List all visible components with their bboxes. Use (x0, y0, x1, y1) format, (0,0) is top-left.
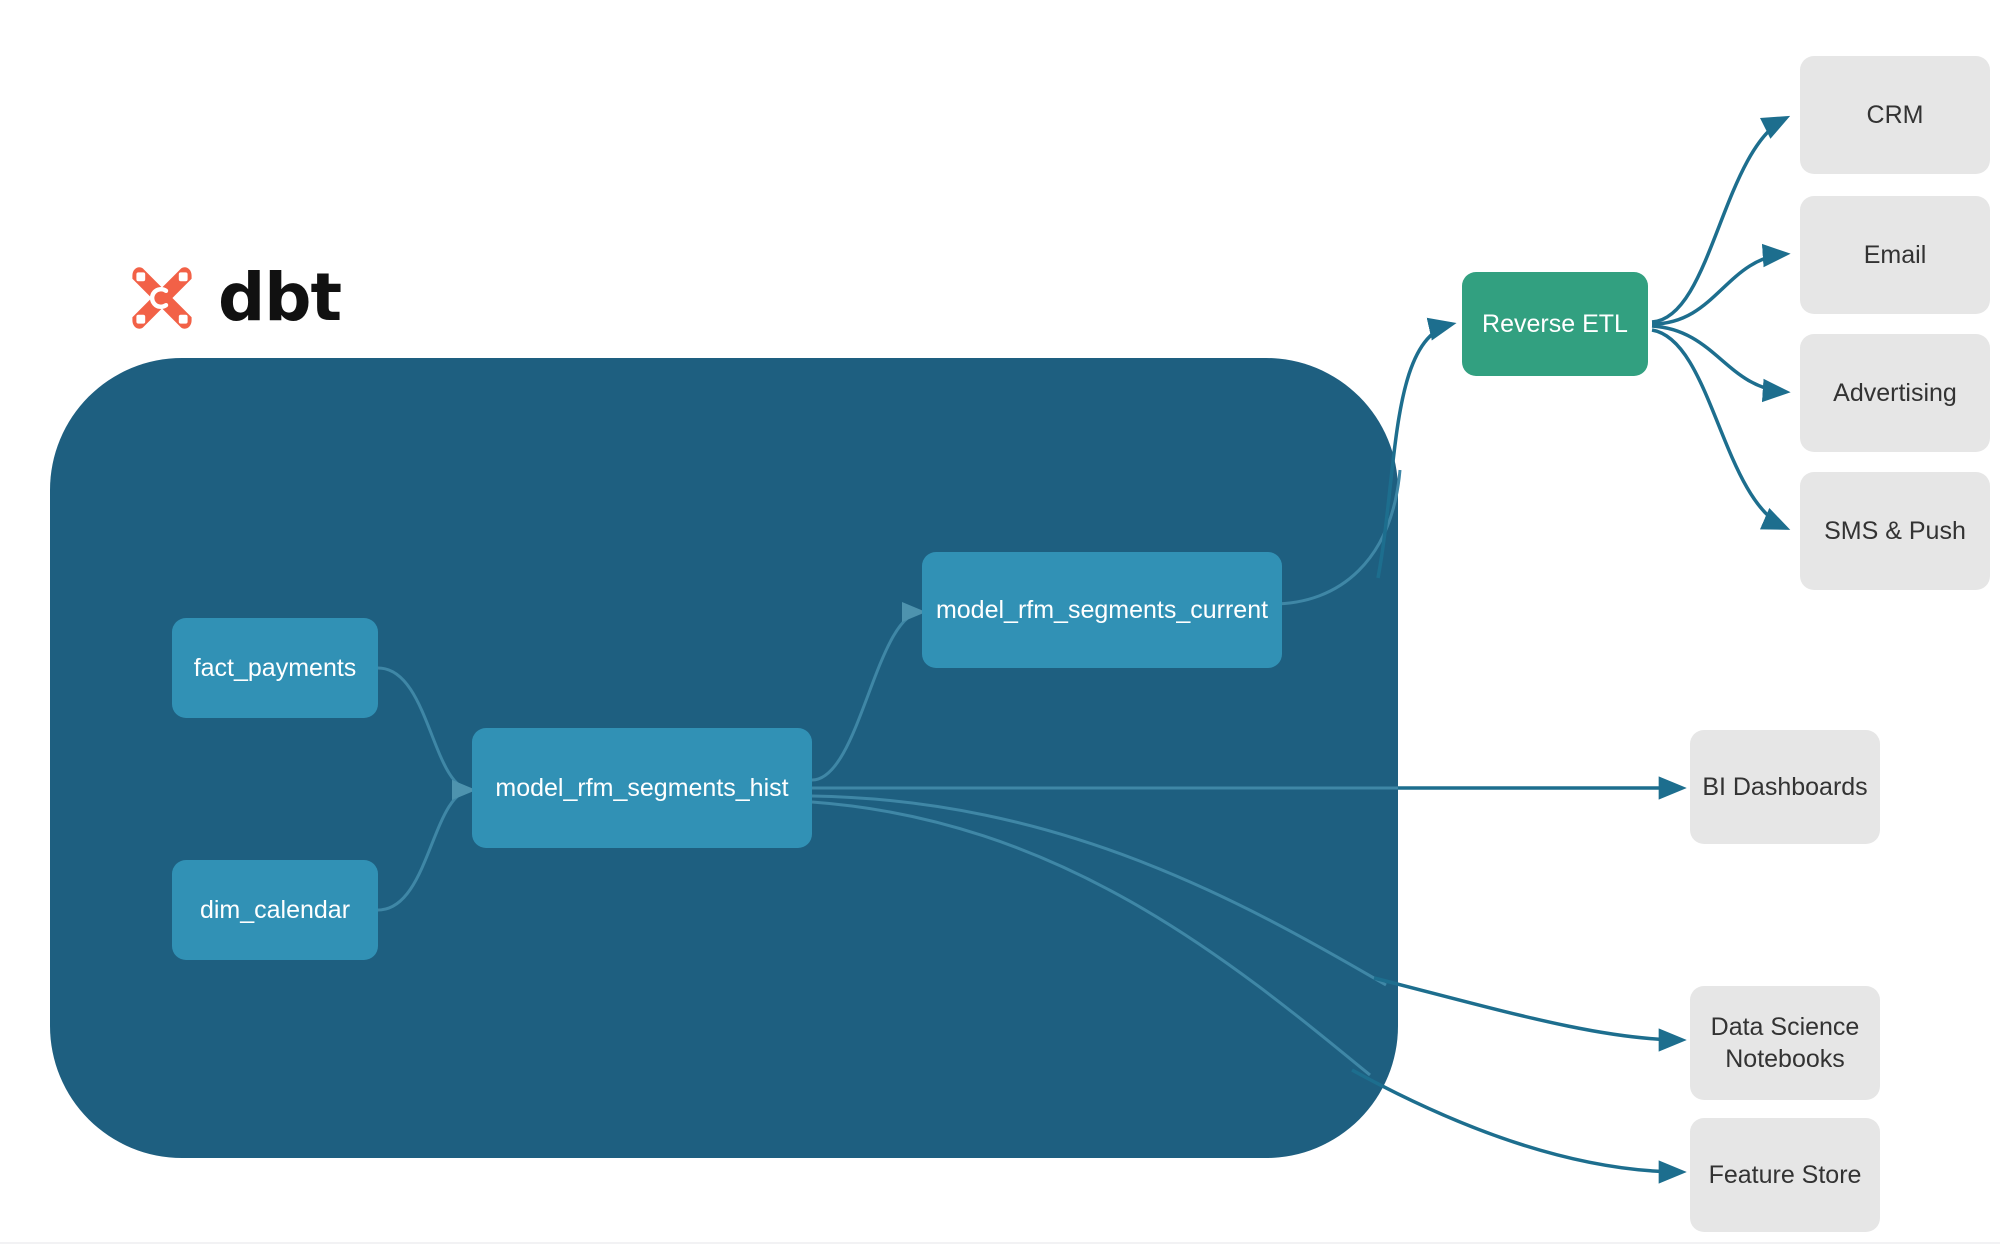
destination-node-label: SMS & Push (1824, 517, 1966, 545)
consumer-node-label: Feature Store (1708, 1161, 1862, 1189)
destination-node-label: CRM (1866, 101, 1924, 129)
model-node-dim-calendar[interactable]: dim_calendar (172, 860, 378, 960)
consumer-node-bi-dashboards[interactable]: BI Dashboards (1690, 730, 1880, 844)
model-node-rfm-segments-hist[interactable]: model_rfm_segments_hist (472, 728, 812, 848)
model-node-label: model_rfm_segments_hist (495, 773, 789, 802)
reverse-etl-node[interactable]: Reverse ETL (1462, 272, 1648, 376)
model-node-fact-payments[interactable]: fact_payments (172, 618, 378, 718)
reverse-etl-label: Reverse ETL (1482, 309, 1628, 338)
consumer-node-feature-store[interactable]: Feature Store (1690, 1118, 1880, 1232)
destination-node-email[interactable]: Email (1800, 196, 1990, 314)
dbt-logo: dbt (122, 258, 342, 338)
model-node-label: fact_payments (193, 653, 357, 682)
destination-node-label: Advertising (1833, 379, 1957, 407)
model-node-rfm-segments-current[interactable]: model_rfm_segments_current (922, 552, 1282, 668)
destination-node-sms-push[interactable]: SMS & Push (1800, 472, 1990, 590)
destination-node-label: Email (1863, 241, 1927, 269)
destination-node-advertising[interactable]: Advertising (1800, 334, 1990, 452)
edge-reverse-etl-to-advertising (1651, 324, 1791, 403)
model-node-label: model_rfm_segments_current (935, 595, 1269, 624)
model-node-label: dim_calendar (199, 895, 351, 924)
dbt-wordmark: dbt (218, 259, 342, 336)
edge-warehouse-to-feature-store (1351, 1068, 1687, 1184)
consumer-node-label-line1: Data Science (1710, 1013, 1860, 1041)
dbt-x-logo-icon (132, 267, 192, 329)
consumer-node-label: BI Dashboards (1702, 773, 1868, 801)
edge-warehouse-to-data-science-notebooks (1373, 976, 1687, 1052)
edge-reverse-etl-to-email (1651, 243, 1791, 326)
edge-reverse-etl-to-sms-push (1651, 328, 1791, 530)
destination-node-crm[interactable]: CRM (1800, 56, 1990, 174)
edge-reverse-etl-to-crm (1651, 115, 1791, 324)
consumer-node-label-line2: Notebooks (1725, 1045, 1845, 1073)
bottom-rule (0, 1242, 2000, 1244)
consumer-node-data-science-notebooks[interactable]: Data Science Notebooks (1690, 986, 1880, 1100)
